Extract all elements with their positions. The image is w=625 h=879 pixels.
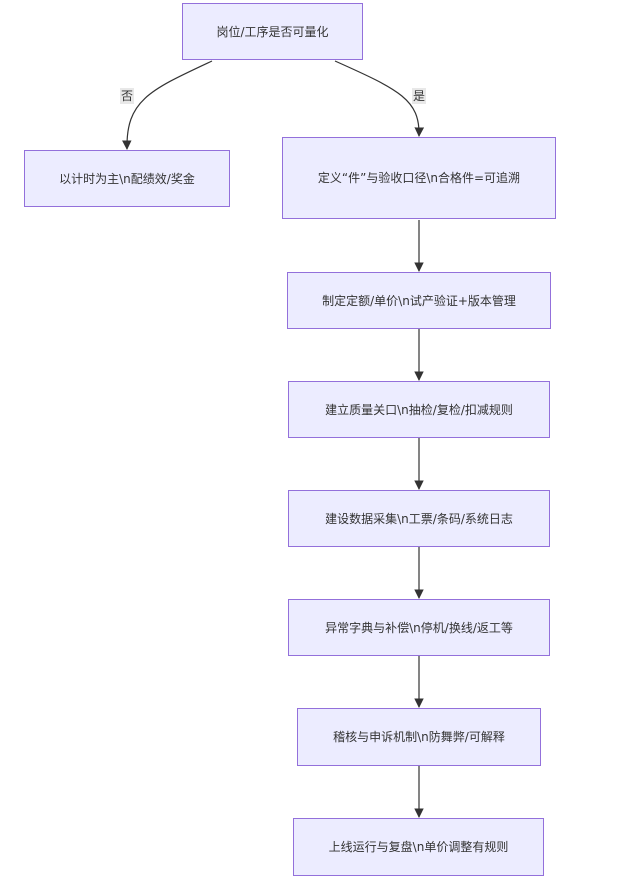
node-audit-appeal-label: 稽核与申诉机制\n防舞弊/可解释 <box>333 730 505 744</box>
edge-label-yes: 是 <box>412 88 427 104</box>
node-data-collection[interactable]: 建设数据采集\n工票/条码/系统日志 <box>288 490 550 547</box>
node-time-based-label: 以计时为主\n配绩效/奖金 <box>59 171 195 186</box>
edge-decision-to-yes <box>334 60 425 137</box>
node-define-unit[interactable]: 定义“件”与验收口径\n合格件=可追溯 <box>282 137 556 219</box>
node-quality-gate-label: 建立质量关口\n抽检/复检/扣减规则 <box>325 402 513 417</box>
node-set-quota[interactable]: 制定定额/单价\n试产验证+版本管理 <box>287 272 551 329</box>
edge-decision-to-no <box>122 60 213 150</box>
node-set-quota-label: 制定定额/单价\n试产验证+版本管理 <box>322 293 516 308</box>
node-decision-label: 岗位/工序是否可量化 <box>216 24 329 39</box>
node-launch-review-label: 上线运行与复盘\n单价调整有规则 <box>328 840 509 854</box>
node-time-based[interactable]: 以计时为主\n配绩效/奖金 <box>24 150 230 207</box>
edge-label-no: 否 <box>120 88 135 104</box>
node-exception-dictionary[interactable]: 异常字典与补偿\n停机/换线/返工等 <box>288 599 550 656</box>
node-audit-appeal[interactable]: 稽核与申诉机制\n防舞弊/可解释 <box>297 708 541 766</box>
node-quality-gate[interactable]: 建立质量关口\n抽检/复检/扣减规则 <box>288 381 550 438</box>
node-exception-dictionary-label: 异常字典与补偿\n停机/换线/返工等 <box>325 620 513 635</box>
node-decision[interactable]: 岗位/工序是否可量化 <box>182 3 363 60</box>
node-launch-review[interactable]: 上线运行与复盘\n单价调整有规则 <box>293 818 544 876</box>
node-define-unit-label: 定义“件”与验收口径\n合格件=可追溯 <box>317 171 521 185</box>
node-data-collection-label: 建设数据采集\n工票/条码/系统日志 <box>325 511 513 526</box>
